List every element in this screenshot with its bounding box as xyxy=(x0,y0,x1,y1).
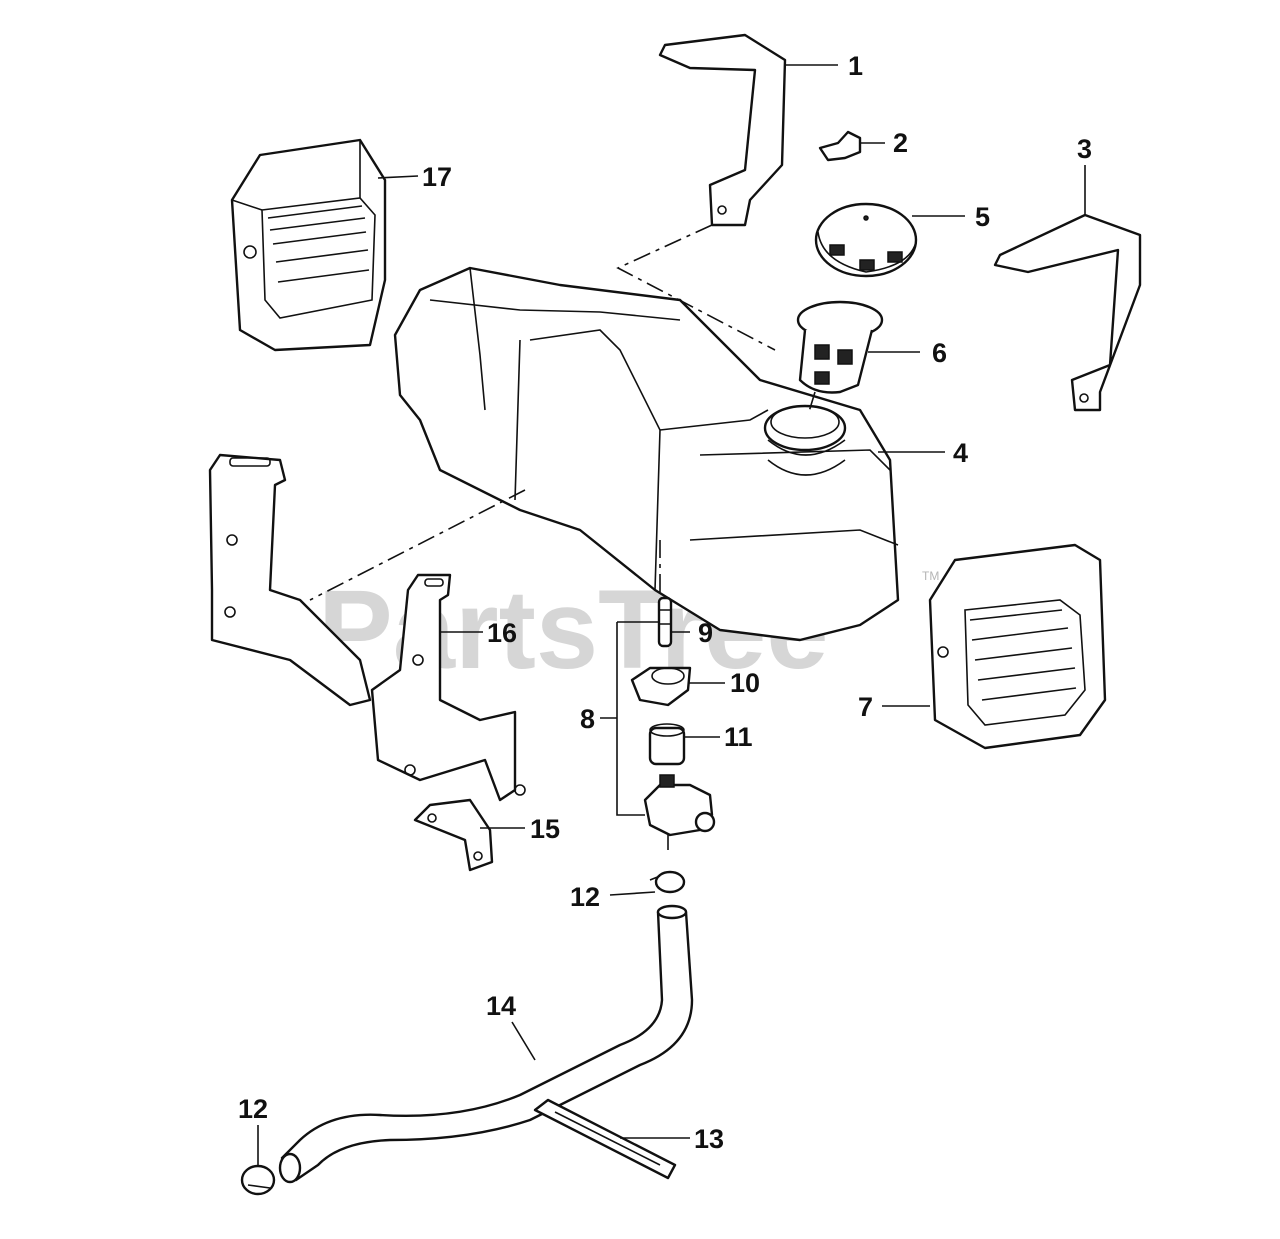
part-8-fuel-valve xyxy=(643,774,716,850)
callout-7: 7 xyxy=(858,692,873,722)
part-9-stud xyxy=(657,596,673,648)
callout-11: 11 xyxy=(724,722,753,752)
callout-9: 9 xyxy=(698,618,713,648)
callout-2: 2 xyxy=(893,128,908,158)
callout-3: 3 xyxy=(1077,134,1092,164)
part-2-bolt xyxy=(818,130,862,162)
callout-12-lower: 12 xyxy=(238,1094,268,1124)
watermark-trademark: TM xyxy=(922,569,939,583)
part-5-fuel-cap xyxy=(814,202,918,278)
callout-labels: 1 2 3 4 5 6 7 8 9 10 11 12 12 13 14 15 1… xyxy=(238,51,1092,1154)
callout-17: 17 xyxy=(422,162,452,192)
callout-16: 16 xyxy=(487,618,517,648)
part-13-tie-strap xyxy=(533,1098,677,1180)
callout-8: 8 xyxy=(580,704,595,734)
callout-1: 1 xyxy=(848,51,863,81)
part-17-left-tank-cover xyxy=(230,138,387,352)
part-7-right-tank-cover xyxy=(928,543,1107,750)
part-11-sleeve xyxy=(648,723,686,766)
callout-4: 4 xyxy=(953,438,968,468)
callout-5: 5 xyxy=(975,202,990,232)
callout-13: 13 xyxy=(694,1124,724,1154)
callout-12-upper: 12 xyxy=(570,882,600,912)
callout-6: 6 xyxy=(932,338,947,368)
part-6-fuel-strainer xyxy=(796,300,884,394)
part-10-clamp xyxy=(630,666,692,707)
callout-10: 10 xyxy=(730,668,760,698)
part-12-hose-clamp-upper xyxy=(649,870,686,894)
part-14-fuel-hose xyxy=(278,904,694,1184)
part-16-bracket xyxy=(208,453,526,802)
assembly-lines xyxy=(309,224,816,601)
callout-14: 14 xyxy=(486,991,516,1021)
callout-15: 15 xyxy=(530,814,560,844)
part-12-hose-clamp-lower xyxy=(240,1164,276,1196)
part-1-left-strap xyxy=(658,33,787,227)
leader-lines xyxy=(257,64,1086,1166)
part-4-fuel-tank xyxy=(393,266,900,642)
part-15-plate xyxy=(413,798,494,872)
part-3-right-strap xyxy=(993,213,1142,412)
